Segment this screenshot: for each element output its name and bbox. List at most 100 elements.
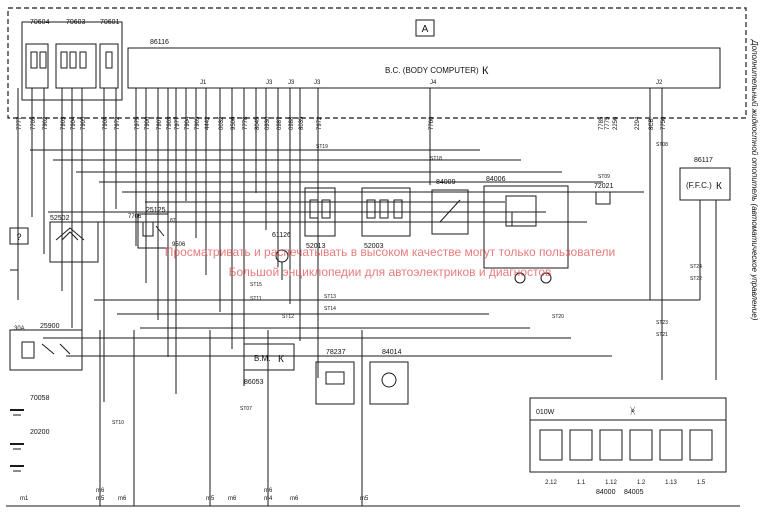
control-unit-pin-label: 1.12 [605, 480, 617, 486]
connector-label: J1 [200, 80, 207, 86]
connector-label: J3 [266, 80, 273, 86]
relay-25900: 25900 30A [9, 323, 83, 371]
control-unit-pin-label: 1.13 [665, 480, 677, 486]
wire-code-label: 7902 [43, 116, 49, 130]
svg-text:25125: 25125 [146, 207, 166, 214]
control-unit-cell [689, 429, 713, 461]
wire-code-label: 7785 [599, 116, 605, 130]
connector-tag: ST08 [656, 142, 668, 148]
wire-code-label: 0032 [219, 116, 225, 130]
svg-text:9506: 9506 [172, 242, 186, 248]
left-bus [10, 118, 19, 300]
wire-code-label: 7977 [175, 116, 181, 130]
wire-code-label: 7905 [195, 116, 201, 130]
svg-text:84000: 84000 [596, 489, 616, 496]
connector-tag: ST15 [250, 282, 262, 288]
ground-label: m4 [264, 496, 273, 502]
control-unit-pin-label: 1.1 [577, 480, 586, 486]
relay-52013: 52013 [304, 187, 336, 250]
ground-label: m6 [96, 488, 105, 494]
wire-code-label: 7972 [317, 116, 323, 130]
connector-tag: ST24 [690, 264, 702, 270]
sensor-84014: 84014 [369, 349, 409, 405]
wire-code-label: 4442 [205, 116, 211, 130]
wire-code-label: 7907 [157, 116, 163, 130]
ground-label: m6 [264, 488, 273, 494]
ground-label: m6 [228, 496, 237, 502]
svg-text:52003: 52003 [364, 243, 384, 250]
connector-tag: ST09 [598, 174, 610, 180]
control-unit-cell [599, 429, 623, 461]
connector-tag: ST11 [250, 296, 262, 302]
document-logo: А [415, 19, 435, 37]
svg-text:86117: 86117 [694, 157, 713, 164]
connector-tag: ST13 [324, 294, 336, 300]
side-caption: Дополнительный жидкостной отопитель (авт… [750, 39, 759, 321]
control-unit-cell [659, 429, 683, 461]
heater-84006: 84006 [483, 176, 569, 284]
wire-code-label: 7775 [605, 116, 611, 130]
svg-text:86053: 86053 [244, 379, 264, 386]
wire-code-label: 7705 [31, 116, 37, 130]
relay-52003: 52003 [361, 187, 411, 250]
svg-text:78237: 78237 [326, 349, 346, 356]
connector-tag: ST21 [656, 332, 668, 338]
connector-tag: ST19 [316, 144, 328, 150]
svg-text:А: А [422, 24, 429, 35]
connector-tag: ST07 [240, 406, 252, 412]
connector-tags: ST19ST18ST15ST13ST14ST12ST11ST20ST10ST08… [112, 142, 702, 426]
control-unit-cell [539, 429, 563, 461]
watermark-line-1: Просматривать и распечатывать в высоком … [165, 245, 615, 259]
actuator-78237: 78237 [315, 349, 355, 405]
wire-code-label: 8035 [299, 116, 305, 130]
watermark-line-2: Большой энциклопедии для автоэлектриков … [229, 265, 552, 279]
wire-code-label: 7777 [17, 116, 23, 130]
lamp-indicator: ? [9, 227, 29, 245]
wire-code-label: 7778 [243, 116, 249, 130]
wire-code-label: 7972 [115, 116, 121, 130]
fuse-70604: 70604 [25, 19, 50, 89]
battery-70058: 70058 [10, 395, 50, 416]
svg-text:25900: 25900 [40, 323, 60, 330]
ground-label: m5 [360, 496, 369, 502]
connector-label: J3 [314, 80, 321, 86]
svg-text:70601: 70601 [100, 19, 120, 26]
wire-code-label: 8045 [255, 116, 261, 130]
ground-label: m6 [118, 496, 127, 502]
sensor-72021: 72021 [594, 183, 614, 205]
connector-tag: ST18 [430, 156, 442, 162]
svg-text:70058: 70058 [30, 395, 50, 402]
bm-module: B.M. К 86053 [243, 343, 295, 386]
svg-text:К: К [716, 181, 722, 192]
control-unit-pin-label: 2.12 [545, 480, 557, 486]
connector-label: J4 [430, 80, 437, 86]
connector-label: J2 [656, 80, 663, 86]
svg-text:(F.F.C.): (F.F.C.) [686, 181, 712, 190]
pump-84009: 84009 [431, 179, 469, 235]
svg-text:К: К [482, 65, 489, 77]
connector-tag: ST10 [112, 420, 124, 426]
fuse-70603: 70603 [55, 19, 97, 89]
ground-label: m5 [96, 496, 105, 502]
svg-text:010W: 010W [536, 409, 555, 416]
svg-text:20200: 20200 [30, 429, 50, 436]
sensor-52502: 52502 [49, 215, 99, 263]
svg-text:B.C. (BODY COMPUTER): B.C. (BODY COMPUTER) [385, 66, 479, 75]
connector-tag: ST22 [690, 276, 702, 282]
wire-code-label: 7905 [81, 116, 87, 130]
fuse-70601: 70601 [99, 19, 120, 89]
wire-code-label: 2256 [613, 116, 619, 130]
svg-text:52013: 52013 [306, 243, 326, 250]
connector-tag: ST14 [324, 306, 336, 312]
wire-code-label: 9506 [231, 116, 237, 130]
ground-label: m5 [206, 496, 215, 502]
battery-20200: 20200 [10, 429, 50, 472]
svg-text:87: 87 [170, 218, 176, 224]
control-unit-pin-label: 1.2 [637, 480, 646, 486]
svg-text:К: К [278, 354, 284, 365]
wire-code-label: 0930 [265, 116, 271, 130]
wire-code-label: 7903 [61, 116, 67, 130]
